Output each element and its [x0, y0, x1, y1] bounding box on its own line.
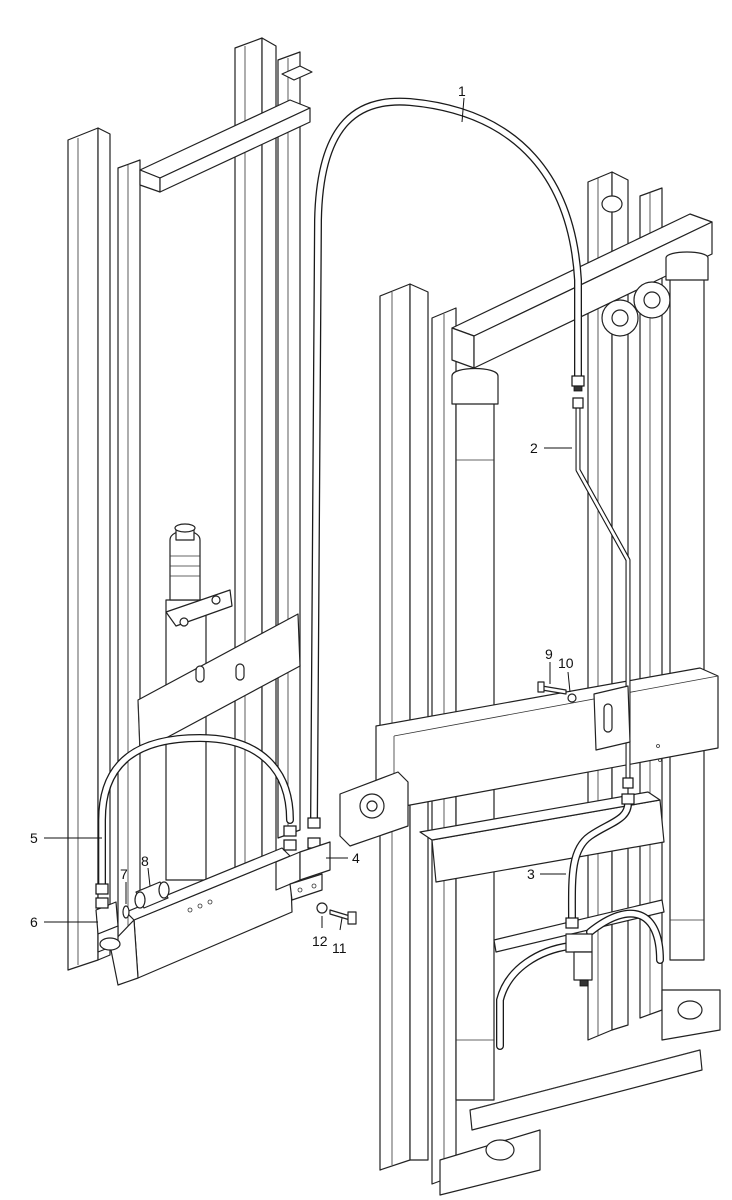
lowering-valve-assembly	[496, 909, 664, 1050]
callout-label: 1	[458, 83, 466, 99]
callout-8: 8	[141, 853, 151, 887]
callout-label: 9	[545, 646, 553, 662]
callout-3: 3	[527, 866, 566, 882]
callout-label: 12	[312, 933, 328, 949]
left-mast-upright	[67, 37, 313, 986]
right-mast-upright	[339, 171, 721, 1196]
callout-10: 10	[558, 655, 574, 693]
callout-label: 5	[30, 830, 38, 846]
connector-block-4	[275, 837, 331, 901]
callout-label: 4	[352, 850, 360, 866]
callout-label: 2	[530, 440, 538, 456]
callout-12: 12	[312, 916, 328, 949]
callout-11: 11	[332, 917, 347, 956]
pipe-2	[572, 397, 662, 789]
o-ring-7	[122, 905, 130, 919]
callout-2: 2	[530, 440, 572, 456]
callout-label: 10	[558, 655, 574, 671]
callout-9: 9	[545, 646, 553, 684]
callout-7: 7	[120, 866, 128, 904]
washer-10	[567, 693, 577, 703]
bolt-9	[537, 681, 567, 695]
hose-3	[565, 793, 635, 929]
elbow-fitting-6	[95, 897, 121, 953]
callout-label: 8	[141, 853, 149, 869]
callout-5: 5	[30, 830, 102, 846]
callout-label: 7	[120, 866, 128, 882]
callout-label: 3	[527, 866, 535, 882]
bolt-11	[329, 909, 357, 925]
hose-1	[307, 97, 585, 829]
callout-label: 11	[332, 940, 347, 956]
callout-4: 4	[326, 850, 360, 866]
callout-6: 6	[30, 914, 98, 930]
callout-label: 6	[30, 914, 38, 930]
adapter-8	[134, 881, 170, 909]
washer-12	[316, 902, 328, 914]
callout-1: 1	[458, 83, 466, 123]
hose-5	[95, 734, 297, 895]
